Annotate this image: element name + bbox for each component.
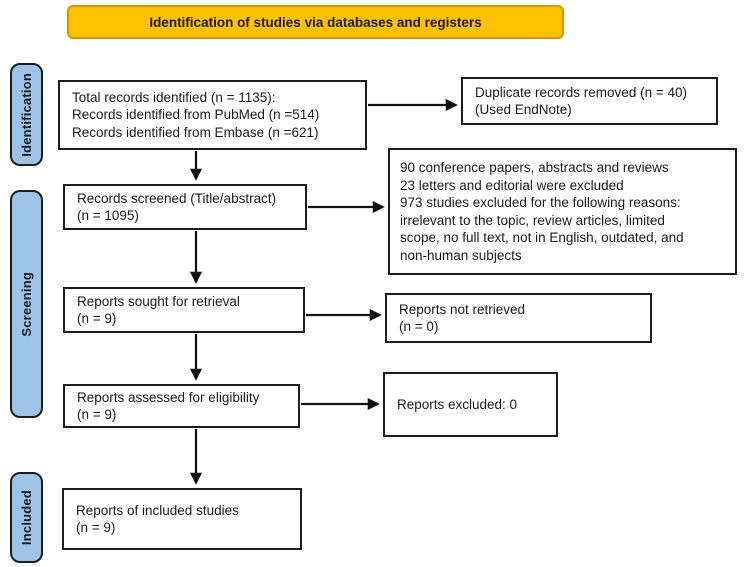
box-reports-sought: Reports sought for retrieval (n = 9)	[63, 287, 305, 333]
box-reports-excluded: Reports excluded: 0	[383, 372, 558, 437]
box-duplicates-removed: Duplicate records removed (n = 40) (Used…	[461, 77, 718, 125]
box-text-line: 23 letters and editorial were excluded	[400, 177, 624, 193]
box-text-line: (n = 9)	[77, 311, 117, 326]
box-text-line: Reports of included studies	[76, 502, 239, 518]
box-reports-assessed: Reports assessed for eligibility (n = 9)	[63, 384, 300, 428]
box-text-line: Records screened (Title/abstract)	[77, 190, 277, 206]
box-reports-not-retrieved: Reports not retrieved (n = 0)	[385, 293, 652, 343]
box-text-line: Total records identified (n = 1135):	[72, 89, 276, 105]
box-text-line: Reports excluded: 0	[397, 396, 518, 412]
box-exclusion-reasons: 90 conference papers, abstracts and revi…	[388, 148, 737, 275]
stage-label-text: Screening	[19, 271, 34, 337]
box-text-line: (n = 9)	[76, 520, 116, 535]
box-text-line: Records identified from Embase (n =621)	[72, 124, 319, 140]
stage-label-included: Included	[10, 472, 43, 563]
box-text-line: Duplicate records removed (n = 40)	[475, 84, 687, 100]
box-text-line: 973 studies excluded for the following r…	[400, 195, 681, 210]
box-text-line: Reports not retrieved	[399, 301, 526, 317]
stage-label-text: Included	[19, 489, 34, 546]
box-text-line: scope, no full text, not in English, out…	[400, 230, 684, 245]
box-text-line: 90 conference papers, abstracts and revi…	[400, 160, 669, 175]
diagram-title: Identification of studies via databases …	[149, 14, 482, 30]
stage-label-identification: Identification	[10, 63, 43, 166]
box-text-line: (Used EndNote)	[475, 102, 572, 117]
stage-label-text: Identification	[19, 72, 34, 157]
box-text-line: (n = 1095)	[77, 208, 139, 223]
box-text-line: (n = 0)	[399, 319, 439, 334]
box-text-line: (n = 9)	[77, 407, 117, 422]
box-text-line: Records identified from PubMed (n =514)	[72, 107, 320, 123]
box-records-screened: Records screened (Title/abstract) (n = 1…	[63, 184, 307, 230]
stage-label-screening: Screening	[10, 190, 43, 418]
box-records-identified: Total records identified (n = 1135): Rec…	[58, 80, 367, 150]
box-text-line: Reports assessed for eligibility	[77, 389, 260, 405]
box-text-line: irrelevant to the topic, review articles…	[400, 212, 665, 228]
box-text-line: non-human subjects	[400, 247, 522, 263]
box-text-line: Reports sought for retrieval	[77, 293, 240, 309]
box-included-studies: Reports of included studies (n = 9)	[62, 488, 302, 550]
diagram-title-banner: Identification of studies via databases …	[67, 5, 564, 39]
